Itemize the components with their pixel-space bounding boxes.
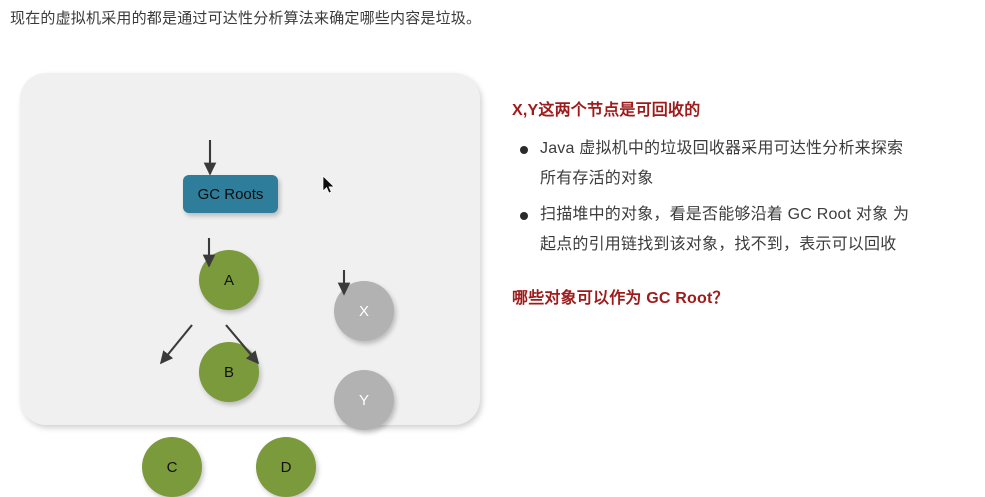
list-item: Java 虚拟机中的垃圾回收器采用可达性分析来探索 所有存活的对象 xyxy=(512,134,977,194)
notes-heading: X,Y这两个节点是可回收的 xyxy=(512,102,701,119)
node-a-label: A xyxy=(223,271,234,289)
node-d[interactable]: D xyxy=(256,437,316,497)
node-c[interactable]: C xyxy=(142,437,202,497)
node-b[interactable]: B xyxy=(199,342,259,402)
list-item: 扫描堆中的对象，看是否能够沿着 GC Root 对象 为 起点的引用链找到该对象… xyxy=(512,200,977,260)
bullet-line-1: 扫描堆中的对象，看是否能够沿着 GC Root 对象 为 xyxy=(540,206,910,223)
bullet-dot-icon xyxy=(520,212,528,220)
node-y[interactable]: Y xyxy=(334,370,394,430)
node-y-label: Y xyxy=(358,391,369,409)
node-b-label: B xyxy=(223,363,234,381)
node-d-label: D xyxy=(280,458,292,476)
node-x-label: X xyxy=(358,302,369,320)
mouse-cursor-icon xyxy=(322,175,335,194)
bullet-dot-icon xyxy=(520,146,528,154)
node-gc-roots[interactable]: GC Roots xyxy=(183,175,278,213)
node-a[interactable]: A xyxy=(199,250,259,310)
notes-bullet-list: Java 虚拟机中的垃圾回收器采用可达性分析来探索 所有存活的对象 扫描堆中的对… xyxy=(512,134,977,260)
bullet-line-2: 起点的引用链找到该对象，找不到，表示可以回收 xyxy=(540,236,897,253)
node-c-label: C xyxy=(166,458,178,476)
bullet-line-1: Java 虚拟机中的垃圾回收器采用可达性分析来探索 xyxy=(540,140,904,157)
node-x[interactable]: X xyxy=(334,281,394,341)
diagram-panel: GC Roots A B C D X Y xyxy=(20,73,480,497)
notes-column: X,Y这两个节点是可回收的 Java 虚拟机中的垃圾回收器采用可达性分析来探索 … xyxy=(512,100,977,310)
bullet-line-2: 所有存活的对象 xyxy=(540,170,654,187)
notes-question: 哪些对象可以作为 GC Root？ xyxy=(512,290,729,307)
node-gc-roots-label: GC Roots xyxy=(197,185,264,203)
page-caption: 现在的虚拟机采用的都是通过可达性分析算法来确定哪些内容是垃圾。 xyxy=(10,10,482,27)
